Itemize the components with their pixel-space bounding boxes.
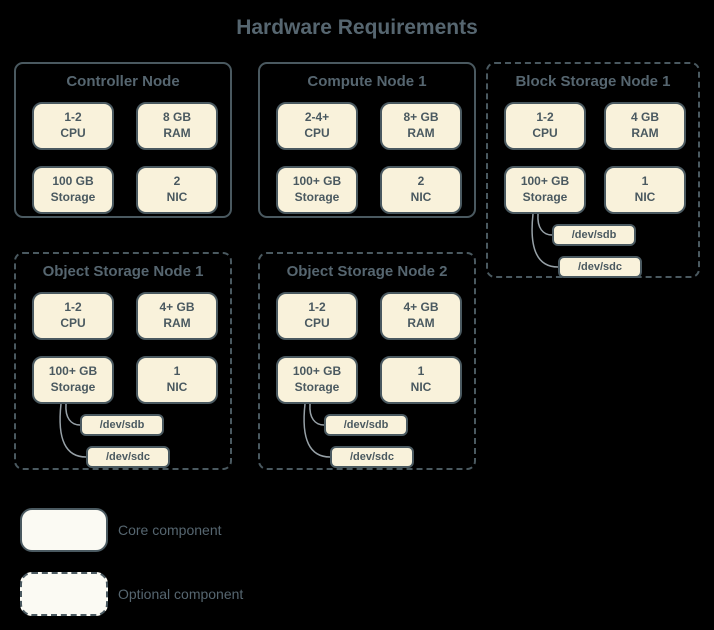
component-cpu: 1-2 CPU [32, 292, 114, 340]
node-title: Object Storage Node 1 [42, 263, 204, 280]
component-nic: 1 NIC [380, 356, 462, 404]
node-block-storage-1: Block Storage Node 1 1-2 CPU 4 GB RAM 10… [486, 62, 700, 278]
component-type: CPU [304, 316, 330, 330]
legend-optional: Optional component [20, 572, 243, 616]
component-ram: 4 GB RAM [604, 102, 686, 150]
component-amount: 2 [417, 174, 425, 189]
component-ram: 4+ GB RAM [380, 292, 462, 340]
component-ram: 4+ GB RAM [136, 292, 218, 340]
component-type: RAM [407, 316, 435, 330]
component-amount: 4+ GB [403, 300, 439, 315]
component-amount: 100+ GB [292, 174, 342, 189]
component-type: Storage [50, 380, 96, 394]
component-amount: 2 [173, 174, 181, 189]
component-storage: 100 GB Storage [32, 166, 114, 214]
component-nic: 2 NIC [136, 166, 218, 214]
component-type: NIC [634, 190, 656, 204]
component-type: CPU [532, 126, 558, 140]
component-amount: 1 [641, 174, 649, 189]
component-storage: 100+ GB Storage [504, 166, 586, 214]
legend-core: Core component [20, 508, 222, 552]
component-amount: 8 GB [162, 110, 191, 125]
component-type: NIC [166, 190, 188, 204]
component-ram: 8 GB RAM [136, 102, 218, 150]
component-amount: 8+ GB [403, 110, 439, 125]
node-compute-1: Compute Node 1 2-4+ CPU 8+ GB RAM 100+ G… [258, 62, 476, 218]
component-type: CPU [304, 126, 330, 140]
node-title: Compute Node 1 [307, 73, 427, 90]
node-title: Object Storage Node 2 [286, 263, 448, 280]
component-nic: 1 NIC [136, 356, 218, 404]
component-amount: 1-2 [308, 300, 326, 315]
legend-label: Optional component [118, 586, 244, 602]
component-amount: 100 GB [52, 174, 94, 189]
component-amount: 100+ GB [520, 174, 570, 189]
page-title: Hardware Requirements [236, 16, 478, 39]
disk-dev-sdb: /dev/sdb [552, 224, 636, 246]
component-amount: 1-2 [536, 110, 554, 125]
component-type: Storage [294, 190, 340, 204]
component-storage: 100+ GB Storage [32, 356, 114, 404]
component-cpu: 1-2 CPU [32, 102, 114, 150]
disk-dev-sdc: /dev/sdc [86, 446, 170, 468]
component-storage: 100+ GB Storage [276, 356, 358, 404]
core-component-swatch [20, 508, 108, 552]
component-type: RAM [407, 126, 435, 140]
component-amount: 1 [173, 364, 181, 379]
component-cpu: 1-2 CPU [276, 292, 358, 340]
disk-dev-sdc: /dev/sdc [558, 256, 642, 278]
component-ram: 8+ GB RAM [380, 102, 462, 150]
component-cpu: 2-4+ CPU [276, 102, 358, 150]
node-object-storage-1: Object Storage Node 1 1-2 CPU 4+ GB RAM … [14, 252, 232, 470]
component-type: RAM [631, 126, 659, 140]
component-amount: 2-4+ [304, 110, 330, 125]
component-type: CPU [60, 126, 86, 140]
node-title: Controller Node [66, 73, 180, 90]
component-amount: 100+ GB [48, 364, 98, 379]
component-amount: 1 [417, 364, 425, 379]
component-type: RAM [163, 316, 191, 330]
component-type: NIC [410, 190, 432, 204]
component-storage: 100+ GB Storage [276, 166, 358, 214]
component-type: Storage [294, 380, 340, 394]
component-type: Storage [522, 190, 568, 204]
component-amount: 1-2 [64, 110, 82, 125]
disk-dev-sdc: /dev/sdc [330, 446, 414, 468]
optional-component-swatch [20, 572, 108, 616]
component-type: NIC [166, 380, 188, 394]
component-amount: 100+ GB [292, 364, 342, 379]
node-object-storage-2: Object Storage Node 2 1-2 CPU 4+ GB RAM … [258, 252, 476, 470]
component-nic: 2 NIC [380, 166, 462, 214]
node-title: Block Storage Node 1 [515, 73, 671, 90]
node-controller: Controller Node 1-2 CPU 8 GB RAM 100 GB … [14, 62, 232, 218]
component-type: RAM [163, 126, 191, 140]
legend-label: Core component [118, 522, 222, 538]
component-type: Storage [50, 190, 96, 204]
component-amount: 4+ GB [159, 300, 195, 315]
component-nic: 1 NIC [604, 166, 686, 214]
component-type: NIC [410, 380, 432, 394]
disk-dev-sdb: /dev/sdb [324, 414, 408, 436]
disk-dev-sdb: /dev/sdb [80, 414, 164, 436]
component-amount: 1-2 [64, 300, 82, 315]
component-type: CPU [60, 316, 86, 330]
component-cpu: 1-2 CPU [504, 102, 586, 150]
component-amount: 4 GB [630, 110, 659, 125]
